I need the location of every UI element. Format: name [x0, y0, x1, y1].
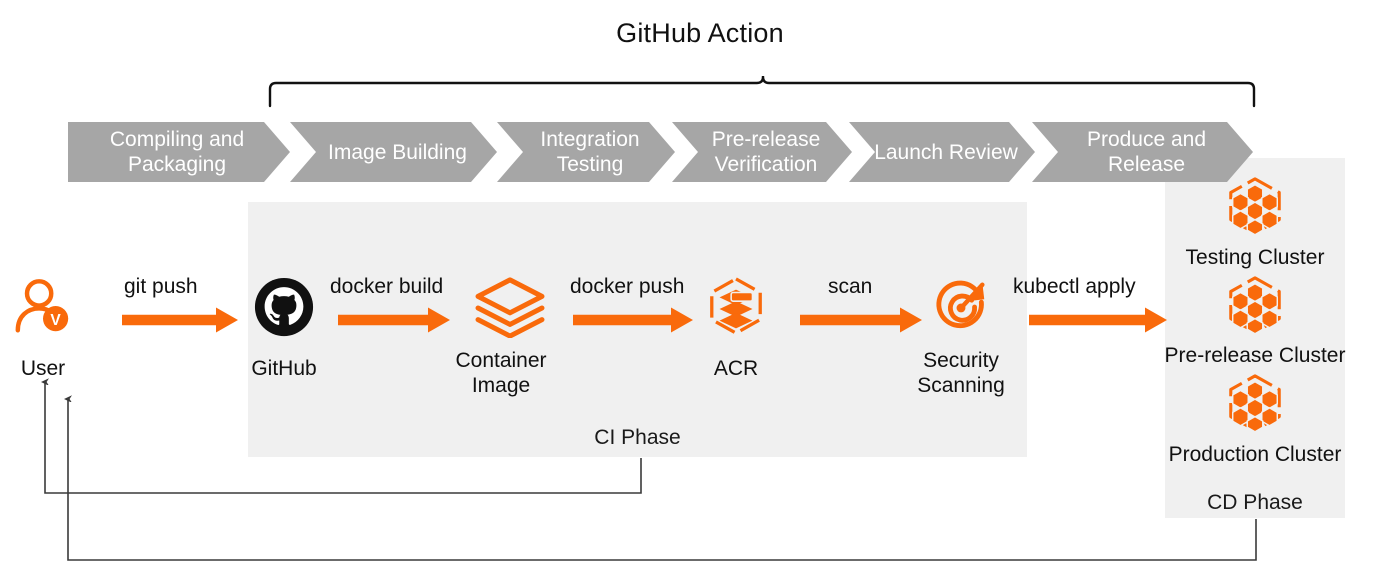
stage-banner-label: Pre-release Verification: [711, 128, 821, 176]
arrow-kubectl-apply: [1029, 307, 1167, 333]
edge-label-scan: scan: [828, 275, 873, 298]
stage-banner-label: Compiling and Packaging: [109, 128, 245, 176]
stacked-layers-icon: [470, 276, 550, 339]
cd-phase-label: CD Phase: [1207, 491, 1303, 514]
svg-text:V: V: [50, 312, 61, 329]
stage-banner-pre-release-verification[interactable]: Pre-release Verification: [672, 122, 852, 182]
ci-phase-label: CI Phase: [594, 426, 681, 449]
stage-banner-label: Integration Testing: [540, 128, 640, 176]
cluster-label-production-cluster: Production Cluster: [1168, 443, 1342, 466]
edge-label-kubectl-apply: kubectl apply: [1013, 275, 1136, 298]
node-label-user: User: [20, 357, 66, 380]
target-scan-icon: [930, 276, 992, 338]
stage-banner-label: Image Building: [328, 140, 467, 164]
stage-banner-image-building[interactable]: Image Building: [290, 122, 497, 182]
k8s-cluster-icon: [1224, 373, 1286, 435]
edge-label-git-push: git push: [124, 275, 198, 298]
user-badge-icon: V: [12, 276, 74, 338]
github-octocat-icon: [253, 276, 315, 338]
stage-banner-launch-review[interactable]: Launch Review: [849, 122, 1035, 182]
node-label-container-image: Container Image: [455, 349, 547, 397]
node-label-acr: ACR: [713, 357, 759, 380]
stage-banner-label: Produce and Release: [1086, 128, 1207, 176]
github-action-bracket: [262, 68, 1262, 121]
k8s-cluster-icon: [1224, 275, 1286, 337]
stage-banner-integration-testing[interactable]: Integration Testing: [497, 122, 675, 182]
node-label-security-scanning: Security Scanning: [917, 349, 1005, 397]
cluster-label-pre-release-cluster: Pre-release Cluster: [1164, 344, 1346, 367]
edge-label-docker-push: docker push: [570, 275, 685, 298]
node-label-github: GitHub: [251, 357, 317, 380]
cluster-label-testing-cluster: Testing Cluster: [1185, 246, 1325, 269]
stage-banner-compiling-and-packaging[interactable]: Compiling and Packaging: [68, 122, 290, 182]
k8s-cluster-icon: [1224, 176, 1286, 238]
edge-label-docker-build: docker build: [330, 275, 444, 298]
stage-banner-label: Launch Review: [874, 140, 1018, 164]
stage-banner-produce-and-release[interactable]: Produce and Release: [1032, 122, 1253, 182]
arrow-scan: [800, 307, 922, 333]
arrow-docker-push: [573, 307, 693, 333]
acr-registry-icon: [705, 276, 767, 338]
arrow-git-push: [122, 307, 238, 333]
arrow-docker-build: [338, 307, 450, 333]
page-title: GitHub Action: [616, 18, 784, 48]
